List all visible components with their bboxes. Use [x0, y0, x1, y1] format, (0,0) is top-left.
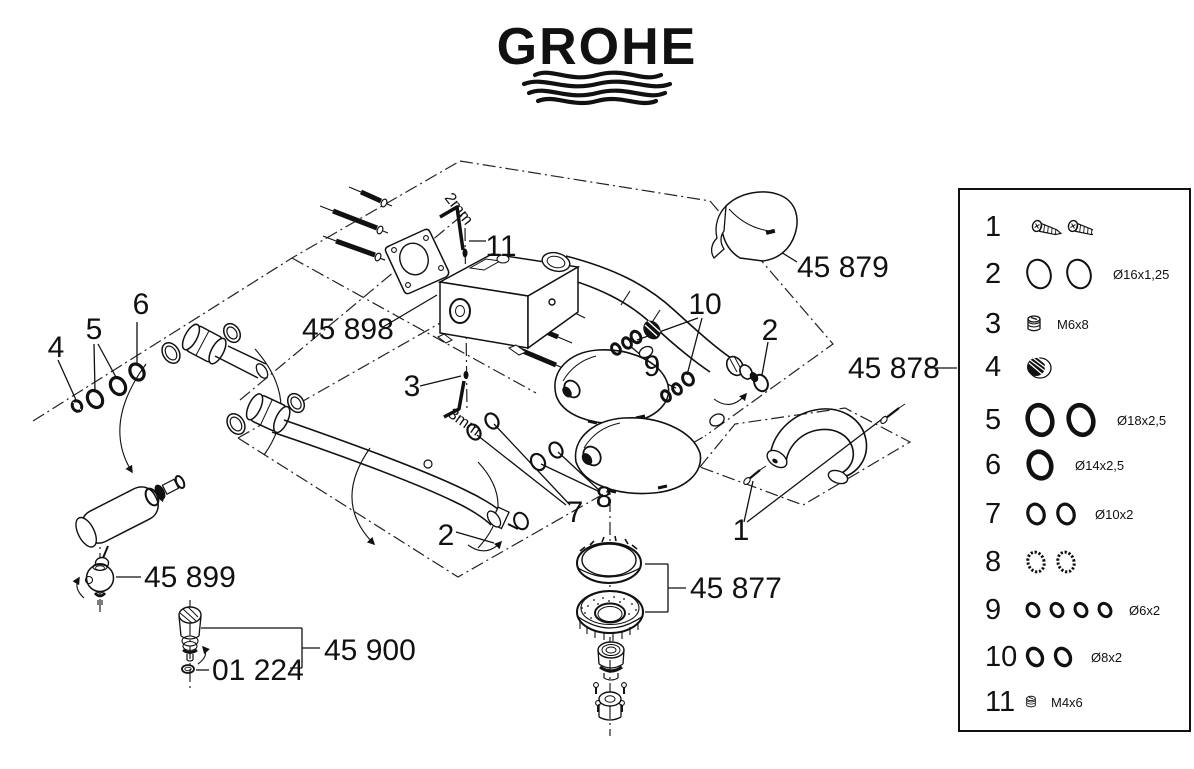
wall-anchors [319, 186, 393, 262]
hex-key-2mm [439, 205, 468, 258]
oring-large-thick-icon [1025, 402, 1096, 438]
legend-item-number: 10 [985, 640, 1018, 673]
cover-cap [710, 191, 798, 262]
lower-union-assembly [226, 392, 529, 531]
label-45900: 45 900 [324, 634, 416, 667]
dome-escutcheons [554, 345, 725, 495]
legend-row-5: 5 Ø18x2,5 [960, 398, 1189, 442]
grub-small-icon [1026, 695, 1036, 708]
washer-ovals-7-8 [466, 412, 564, 472]
screws-icon [1031, 219, 1093, 236]
legend-item-number: 6 [985, 448, 1002, 481]
legend-row-6: 6 Ø14x2,5 [960, 443, 1189, 487]
callout-7: 7 [567, 496, 584, 529]
callout-5: 5 [86, 313, 103, 346]
legend-item-number: 3 [985, 307, 1002, 340]
grub-screw-m6x8 [463, 371, 469, 379]
ball-joint-45899 [84, 562, 115, 605]
label-45899: 45 899 [144, 561, 236, 594]
legend-row-4: 4 [960, 345, 1189, 389]
concealed-valve-body [437, 251, 581, 356]
mounting-plate [384, 228, 450, 295]
cross-adapter [593, 682, 627, 721]
threaded-collar-ring [576, 535, 642, 584]
legend-item-spec: Ø14x2,5 [1075, 457, 1125, 473]
oring-tiny-2-icon [1025, 646, 1073, 668]
grub-screw-m4x6 [462, 248, 468, 258]
legend-row-1: 1 [960, 205, 1189, 249]
callout-10: 10 [688, 288, 721, 321]
oring-2-top [753, 373, 769, 393]
callout-2: 2 [762, 314, 779, 347]
callout-11: 11 [485, 230, 516, 263]
legend-row-9: 9 Ø6x2 [960, 588, 1189, 632]
legend-row-3: 3 M6x8 [960, 302, 1189, 346]
callout-6: 6 [133, 288, 150, 321]
aerator-insert [597, 641, 625, 681]
legend-item-number: 5 [985, 403, 1002, 436]
legend-item-number: 1 [985, 210, 1002, 243]
legend-item-number: 4 [985, 350, 1002, 383]
label-45877: 45 877 [690, 572, 782, 605]
callout-4: 4 [48, 331, 65, 364]
bow-screws [743, 403, 906, 486]
upper-union-assembly [70, 322, 269, 413]
small-parts-legend: 1 2 Ø16x1,25 3 M6x8 4 5 Ø18x2,5 6 Ø14x2,5 7 Ø10x… [958, 188, 1191, 732]
wall-spout [75, 474, 186, 605]
grohe-logo-text: GROHE [497, 18, 698, 76]
filter-45900 [178, 606, 202, 674]
grub-icon [1027, 315, 1041, 332]
legend-row-11: 11 M4x6 [960, 680, 1189, 724]
label-45878: 45 878 [848, 352, 940, 385]
legend-row-10: 10 Ø8x2 [960, 635, 1189, 679]
oring-small-icon [1026, 502, 1076, 526]
oring-tiny-4-icon [1025, 601, 1113, 619]
annotation-2mm: 2mm [441, 190, 476, 228]
legend-item-number: 2 [985, 257, 1002, 290]
legend-item-number: 8 [985, 545, 1002, 578]
curved-bow-tube [743, 403, 906, 486]
label-45898: 45 898 [302, 313, 394, 346]
legend-item-number: 7 [985, 497, 1002, 530]
callout-1: 1 [733, 514, 750, 547]
ribbed-connector [643, 320, 661, 340]
callout-2b: 2 [438, 519, 455, 552]
legend-row-8: 8 [960, 540, 1189, 584]
part-number-labels: 45 898 45 879 45 878 45 899 45 900 01 22… [144, 251, 940, 687]
callout-numbers: 1 2 2 3 4 5 6 7 8 9 10 11 [48, 230, 779, 552]
oring-hatched-icon [1026, 550, 1076, 574]
legend-item-spec: Ø8x2 [1091, 649, 1123, 665]
aerator-icon [1027, 356, 1052, 379]
legend-item-number: 11 [985, 685, 1016, 718]
hex-key-3mm [443, 371, 469, 419]
oring-large-thin-icon [1026, 258, 1092, 290]
legend-item-number: 9 [985, 593, 1002, 626]
oring-01224 [181, 664, 195, 674]
callout-9: 9 [644, 350, 661, 383]
legend-item-spec: M6x8 [1057, 316, 1089, 332]
legend-item-spec: Ø16x1,25 [1113, 266, 1170, 282]
legend-row-2: 2 Ø16x1,25 [960, 252, 1189, 296]
legend-item-spec: M4x6 [1051, 694, 1083, 710]
rosette-45877 [576, 535, 644, 721]
annotation-3mm: 3mm [445, 405, 484, 439]
grohe-logo-waves [521, 70, 673, 106]
label-45879: 45 879 [797, 251, 889, 284]
legend-row-7: 7 Ø10x2 [960, 492, 1189, 536]
oring-med-thick-icon [1026, 449, 1054, 481]
callout-8: 8 [596, 481, 613, 514]
label-01224: 01 224 [212, 654, 304, 687]
oring-2-bottom [513, 511, 529, 531]
small-orings-9-10 [610, 320, 695, 403]
legend-item-spec: Ø6x2 [1129, 602, 1161, 618]
textured-base-ring [576, 590, 644, 641]
legend-item-spec: Ø18x2,5 [1117, 412, 1167, 428]
legend-item-spec: Ø10x2 [1095, 506, 1134, 522]
callout-3: 3 [404, 370, 421, 403]
grohe-logo: GROHE [497, 18, 698, 106]
